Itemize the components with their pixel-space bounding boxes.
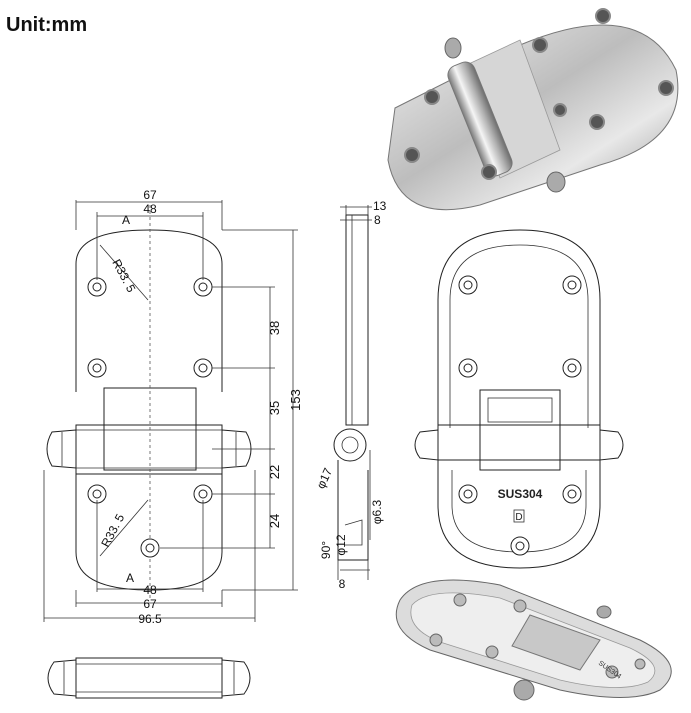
dim-overall-width: 67 bbox=[143, 188, 157, 202]
hinge-photo-bottom bbox=[395, 579, 672, 701]
section-label-bottom: A bbox=[126, 571, 134, 585]
hinge-bottom-view bbox=[47, 657, 251, 699]
dim-bottom-8: 8 bbox=[339, 577, 346, 591]
dim-width-with-pin: 96.5 bbox=[138, 612, 162, 626]
dim-hole-spacing-bottom: 48 bbox=[143, 583, 157, 597]
dim-radius-bottom: R33. 5 bbox=[98, 511, 127, 549]
hinge-photo-top bbox=[387, 8, 679, 211]
dim-thickness-total: 13 bbox=[373, 199, 387, 213]
dim-22: 22 bbox=[267, 465, 282, 479]
dim-countersink-dia: φ12 bbox=[334, 534, 348, 555]
mark-label: D bbox=[515, 512, 522, 523]
dim-35: 35 bbox=[267, 401, 282, 415]
material-label: SUS304 bbox=[498, 487, 543, 501]
dim-pin-dia: φ17 bbox=[314, 465, 336, 490]
dim-153: 153 bbox=[288, 389, 303, 411]
dim-24: 24 bbox=[267, 514, 282, 528]
dim-hole-dia: φ6.3 bbox=[370, 499, 384, 524]
dim-width-bottom: 67 bbox=[143, 597, 157, 611]
hinge-line-drawing bbox=[414, 229, 624, 569]
hinge-side-view bbox=[333, 205, 372, 580]
dim-hole-spacing-top: 48 bbox=[143, 202, 157, 216]
hinge-front-view bbox=[43, 200, 298, 622]
dim-38: 38 bbox=[267, 321, 282, 335]
section-label-top: A bbox=[122, 213, 130, 227]
dim-radius-top: R33. 5 bbox=[109, 257, 138, 295]
unit-label: Unit:mm bbox=[6, 14, 88, 36]
dim-plate-thickness: 8 bbox=[374, 213, 381, 227]
dim-countersink-angle: 90° bbox=[319, 541, 333, 559]
